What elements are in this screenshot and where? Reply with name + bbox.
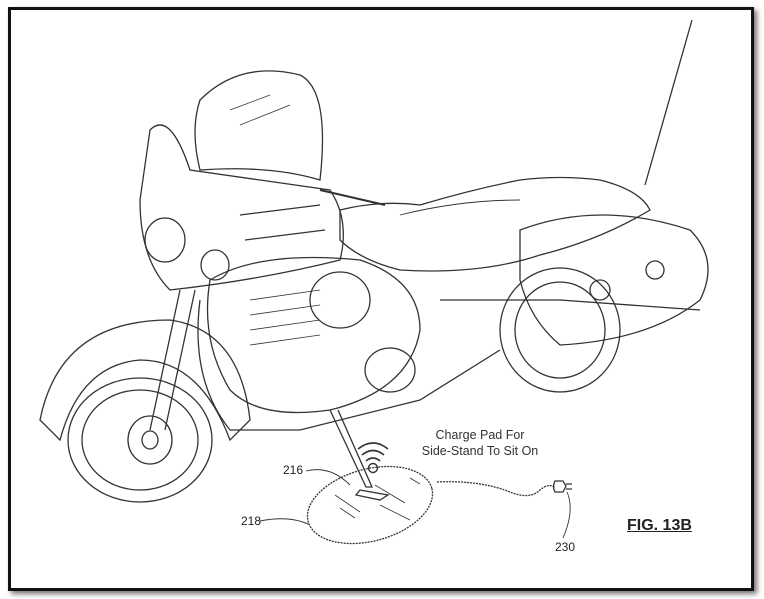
side-stand (329, 409, 373, 488)
figure-title: FIG. 13B (627, 517, 692, 534)
frame-rail (197, 299, 501, 431)
caption-line-1: Charge Pad For (435, 428, 525, 442)
front-wheel (67, 377, 213, 503)
rear-wheel (499, 267, 621, 393)
ref-label-218: 218 (241, 514, 262, 528)
engine (206, 256, 421, 414)
wireless-signal-icon (357, 442, 389, 474)
power-plug-icon (552, 480, 567, 493)
fairing (139, 124, 344, 291)
power-cord (436, 481, 556, 497)
rear-guard (440, 299, 701, 311)
charge-pad-caption: Charge Pad For Side-Stand To Sit On (405, 427, 555, 459)
caption-line-2: Side-Stand To Sit On (421, 444, 539, 458)
leader-230 (562, 491, 571, 539)
ref-label-230: 230 (555, 540, 576, 554)
front-fender (39, 319, 251, 442)
ref-label-216: 216 (283, 463, 304, 477)
charge-pad (306, 465, 434, 545)
antenna (644, 19, 693, 186)
saddlebag (519, 214, 709, 346)
seat (339, 176, 651, 272)
leader-218 (259, 518, 311, 526)
windshield (194, 70, 324, 181)
headlight (144, 217, 186, 263)
side-stand-foot (354, 489, 390, 501)
front-fork (149, 289, 196, 431)
fog-light (200, 249, 230, 281)
leader-216 (305, 469, 351, 486)
